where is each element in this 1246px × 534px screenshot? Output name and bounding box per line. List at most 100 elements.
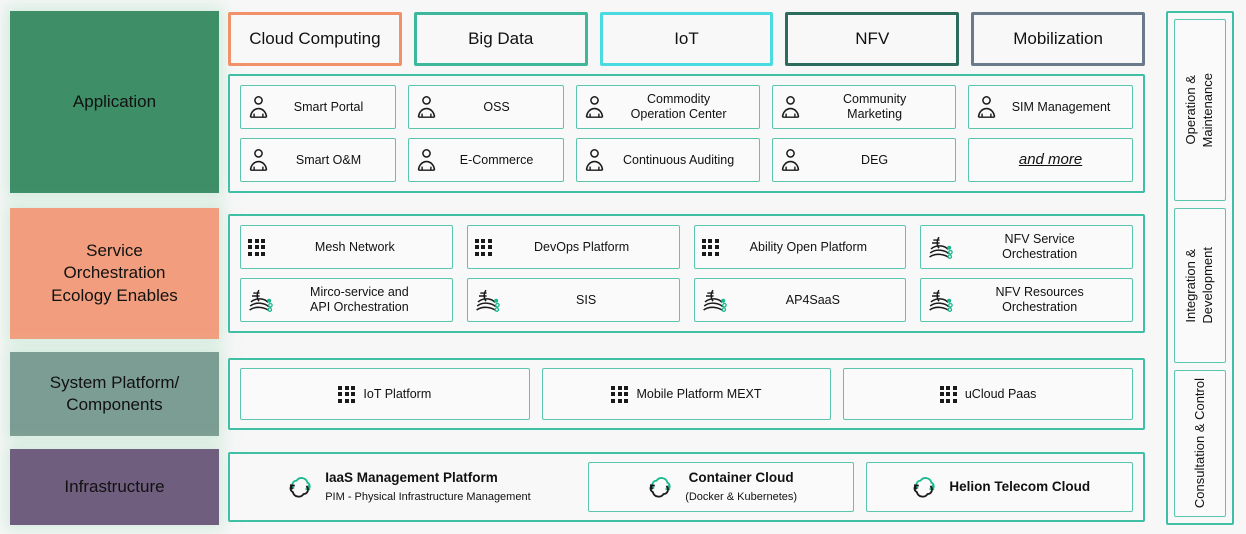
cloud-cycle-icon: [285, 475, 315, 500]
system-platform-band: IoT Platform Mobile Platform MEXT uCloud…: [228, 358, 1145, 430]
category-chip-label: Cloud Computing: [249, 29, 381, 48]
inf-item-container-cloud[interactable]: Container Cloud (Docker & Kubernetes): [587, 462, 855, 512]
spc-item-label: IoT Platform: [363, 386, 432, 401]
app-item-label: and more: [1018, 151, 1083, 168]
person-icon: [248, 148, 269, 172]
soe-item-ability-open-platform[interactable]: Ability Open Platform: [693, 225, 907, 269]
app-item-label: Smart Portal: [293, 99, 364, 114]
app-item-oss[interactable]: OSS: [408, 85, 565, 129]
app-item-and-more[interactable]: and more: [968, 138, 1133, 182]
category-chip-label: Big Data: [468, 29, 534, 48]
soe-item-label: Mirco-service and API Orchestration: [310, 285, 409, 314]
person-icon: [584, 148, 605, 172]
category-chip-cloud-computing[interactable]: Cloud Computing: [228, 12, 402, 66]
app-item-label: Smart O&M: [295, 152, 362, 167]
inf-item-text: IaaS Management Platform PIM - Physical …: [325, 469, 530, 505]
soe-item-label: AP4SaaS: [785, 292, 840, 307]
app-item-community-marketing[interactable]: Community Marketing: [772, 85, 957, 129]
sidebar-item-label: Operation & Maintenance: [1183, 72, 1215, 148]
category-chip-row: Cloud Computing Big Data IoT NFV Mobiliz…: [228, 12, 1145, 66]
inf-item-helion-telecom-cloud[interactable]: Helion Telecom Cloud: [866, 462, 1133, 512]
soe-item-devops-platform[interactable]: DevOps Platform: [466, 225, 680, 269]
category-chip-label: IoT: [674, 29, 699, 48]
person-icon: [416, 95, 437, 119]
soe-item-label: DevOps Platform: [534, 239, 630, 254]
category-chip-mobilization[interactable]: Mobilization: [971, 12, 1145, 66]
layer-label-text: Application: [72, 91, 157, 111]
soe-item-label: NFV Resources Orchestration: [995, 285, 1084, 314]
inf-item-subtitle: (Docker & Kubernetes): [685, 491, 798, 503]
app-item-label: SIM Management: [1011, 99, 1111, 114]
system-platform-item-grid: IoT Platform Mobile Platform MEXT uCloud…: [240, 368, 1133, 420]
app-item-label: Continuous Auditing: [622, 152, 735, 167]
sidebar-item-label: Integration & Development: [1183, 247, 1215, 324]
person-icon: [416, 148, 437, 172]
app-item-label: DEG: [861, 152, 889, 167]
inf-item-iaas-management-platform[interactable]: IaaS Management Platform PIM - Physical …: [240, 462, 576, 512]
application-item-grid: Smart Portal OSS Commodity Operation Cen…: [240, 85, 1133, 182]
application-band: Smart Portal OSS Commodity Operation Cen…: [228, 74, 1145, 193]
soe-item-mesh-network[interactable]: Mesh Network: [240, 225, 453, 269]
layer-label-text: System Platform/ Components: [49, 372, 180, 414]
service-orchestration-item-grid: Mesh Network DevOps Platform Ability Ope…: [240, 225, 1133, 322]
soe-item-sis[interactable]: SIS: [466, 278, 680, 322]
layer-label-application: Application: [10, 11, 219, 193]
soe-item-ap4saas[interactable]: AP4SaaS: [693, 278, 907, 322]
layer-label-system-platform: System Platform/ Components: [10, 352, 219, 436]
soe-item-label: Mesh Network: [314, 239, 395, 254]
app-item-smart-portal[interactable]: Smart Portal: [240, 85, 397, 129]
inf-item-text: Helion Telecom Cloud: [949, 478, 1090, 496]
app-item-commodity-operation-center[interactable]: Commodity Operation Center: [576, 85, 761, 129]
sidebar-item-consultation-control[interactable]: Consultation & Control: [1174, 370, 1226, 517]
app-item-label: E-Commerce: [459, 152, 534, 167]
sidebar-item-operation-maintenance[interactable]: Operation & Maintenance: [1174, 19, 1226, 201]
spc-item-label: Mobile Platform MEXT: [636, 386, 762, 401]
inf-item-text: Container Cloud (Docker & Kubernetes): [685, 469, 797, 505]
infrastructure-item-grid: IaaS Management Platform PIM - Physical …: [240, 462, 1133, 512]
soe-item-micro-service-api-orchestration[interactable]: Mirco-service and API Orchestration: [240, 278, 453, 322]
category-chip-iot[interactable]: IoT: [599, 12, 774, 66]
soe-item-nfv-resources-orchestration[interactable]: NFV Resources Orchestration: [920, 278, 1133, 322]
person-icon: [976, 95, 997, 119]
cloud-cycle-icon: [645, 475, 675, 500]
sidebar-item-label: Consultation & Control: [1191, 378, 1207, 509]
orchestration-icon: [248, 288, 274, 313]
spc-item-mobile-platform-mext[interactable]: Mobile Platform MEXT: [541, 368, 832, 420]
sidebar: Operation & Maintenance Integration & De…: [1166, 11, 1234, 525]
app-item-label: Community Marketing: [842, 92, 907, 121]
orchestration-icon: [475, 288, 501, 313]
sidebar-item-integration-development[interactable]: Integration & Development: [1174, 208, 1226, 363]
app-item-deg[interactable]: DEG: [772, 138, 957, 182]
dot-grid-icon: [474, 238, 492, 256]
cloud-cycle-icon: [909, 475, 939, 500]
app-item-sim-management[interactable]: SIM Management: [968, 85, 1133, 129]
layer-label-text: Service Orchestration Ecology Enables: [51, 240, 178, 305]
spc-item-iot-platform[interactable]: IoT Platform: [240, 368, 530, 420]
person-icon: [248, 95, 269, 119]
dot-grid-icon: [248, 238, 265, 256]
category-chip-big-data[interactable]: Big Data: [413, 12, 588, 66]
layer-label-text: Infrastructure: [64, 476, 165, 496]
inf-item-subtitle: PIM - Physical Infrastructure Management: [325, 491, 531, 503]
person-icon: [780, 148, 801, 172]
orchestration-icon: [702, 288, 728, 313]
dot-grid-icon: [611, 385, 629, 403]
soe-item-nfv-service-orchestration[interactable]: NFV Service Orchestration: [920, 225, 1133, 269]
orchestration-icon: [928, 235, 954, 260]
soe-item-label: Ability Open Platform: [749, 239, 868, 254]
dot-grid-icon: [338, 385, 356, 403]
soe-item-label: NFV Service Orchestration: [1002, 232, 1078, 261]
app-item-continuous-auditing[interactable]: Continuous Auditing: [576, 138, 761, 182]
category-chip-label: Mobilization: [1013, 29, 1103, 48]
app-item-e-commerce[interactable]: E-Commerce: [408, 138, 565, 182]
soe-item-label: SIS: [576, 292, 597, 307]
dot-grid-icon: [939, 385, 957, 403]
person-icon: [584, 95, 605, 119]
category-chip-nfv[interactable]: NFV: [785, 12, 960, 66]
category-chip-label: NFV: [855, 29, 890, 48]
spc-item-ucloud-paas[interactable]: uCloud Paas: [843, 368, 1133, 420]
inf-item-title: IaaS Management Platform: [325, 470, 498, 485]
app-item-smart-om[interactable]: Smart O&M: [240, 138, 397, 182]
infrastructure-band: IaaS Management Platform PIM - Physical …: [228, 452, 1145, 522]
